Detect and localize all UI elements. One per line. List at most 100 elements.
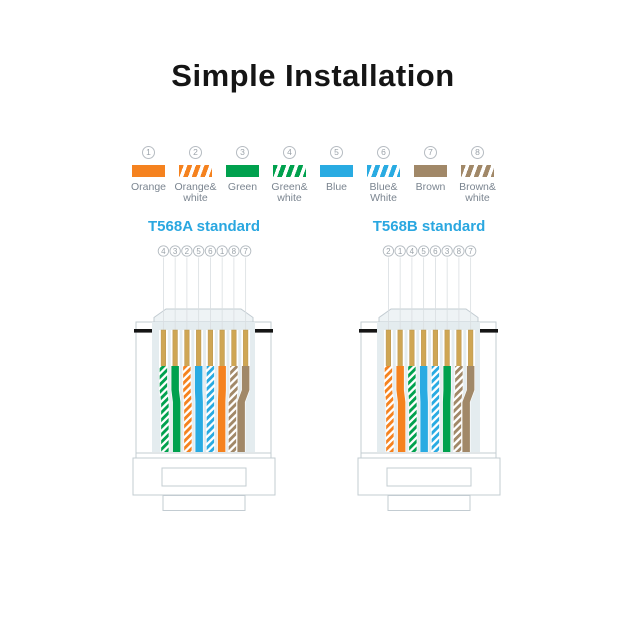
pin-number-circle	[228, 245, 240, 257]
legend-item-number: 6	[377, 146, 390, 159]
pin-number: 1	[220, 247, 225, 256]
wire-orange-solid	[396, 366, 406, 452]
pin-number-circle	[406, 245, 418, 257]
color-swatch-orange-striped	[179, 165, 212, 177]
wire-blue-solid	[419, 366, 428, 452]
gold-pin	[196, 329, 202, 367]
cable-boot-tab	[387, 495, 471, 511]
pin-number: 2	[185, 247, 190, 256]
legend-item-label: Orange& white	[174, 181, 217, 204]
wire-orange-striped	[384, 366, 394, 452]
pin-number-circle	[441, 245, 453, 257]
gold-pin	[184, 329, 190, 367]
pin-number-circle	[394, 245, 406, 257]
latch-bar-right	[480, 329, 498, 333]
gold-pin	[397, 329, 403, 367]
pin-number: 3	[445, 247, 450, 256]
color-swatch-green-striped	[273, 165, 306, 177]
wire-brown-solid	[237, 366, 250, 452]
gold-pin	[432, 329, 438, 367]
pin-number: 5	[421, 247, 426, 256]
pin-number: 4	[161, 247, 166, 256]
pin-number-circle	[240, 245, 252, 257]
color-swatch-blue-striped	[367, 165, 400, 177]
wire-green-solid	[171, 366, 181, 452]
latch-bar-left	[359, 329, 377, 333]
legend-item-label: Blue	[325, 181, 347, 193]
pin-number-circle	[418, 245, 430, 257]
legend-item-number: 3	[236, 146, 249, 159]
color-swatch-blue-solid	[320, 165, 353, 177]
legend-item-label: Green	[227, 181, 258, 193]
pin-number-circle	[181, 245, 193, 257]
connector-shell	[357, 308, 501, 511]
legend-item-number: 2	[189, 146, 202, 159]
connector-nose	[153, 308, 254, 323]
wire-green-striped	[159, 366, 169, 452]
pin-number-circle	[157, 245, 170, 257]
pin-number: 7	[243, 247, 248, 256]
cable-boot-tab	[162, 495, 246, 511]
gold-pin	[219, 329, 225, 367]
standard-t568b-title: T568B standard	[372, 218, 486, 235]
latch-bar-left	[134, 329, 152, 333]
pin-number-circle	[453, 245, 465, 257]
pin-number-circle	[169, 245, 181, 257]
wire-green-striped	[408, 366, 417, 452]
flange-inner-window	[386, 467, 472, 487]
pin-number: 8	[457, 247, 462, 256]
gold-pin	[468, 329, 474, 367]
gold-pin	[160, 329, 166, 367]
latch-bar-right	[255, 329, 273, 333]
legend-item-number: 8	[471, 146, 484, 159]
legend-item-number: 5	[330, 146, 343, 159]
legend-item-label: Orange	[130, 181, 167, 193]
color-swatch-green-solid	[226, 165, 259, 177]
wire-blue-striped	[206, 366, 215, 452]
gold-pin	[243, 329, 249, 367]
legend-item-number: 1	[142, 146, 155, 159]
gold-pin	[444, 329, 450, 367]
wire-blue-solid	[194, 366, 203, 452]
legend-item-number: 7	[424, 146, 437, 159]
pin-number-circle	[193, 245, 205, 257]
standard-t568a-title: T568A standard	[148, 218, 260, 235]
page-title: Simple Installation	[171, 58, 455, 93]
gold-pin	[172, 329, 178, 367]
legend-item-label: Blue& White	[369, 181, 398, 204]
pin-number: 3	[173, 247, 178, 256]
flange-inner-window	[161, 467, 247, 487]
legend-item-number: 4	[283, 146, 296, 159]
wire-brown-striped	[453, 366, 463, 452]
pin-number: 6	[433, 247, 438, 256]
pin-number-circle	[216, 245, 228, 257]
color-swatch-brown-solid	[414, 165, 447, 177]
gold-pin	[207, 329, 213, 367]
legend-item-label: Brown& white	[459, 181, 496, 204]
pin-number: 4	[410, 247, 415, 256]
wire-blue-striped	[431, 366, 440, 452]
wire-brown-solid	[462, 366, 475, 452]
pin-number: 1	[398, 247, 403, 256]
color-swatch-brown-striped	[461, 165, 494, 177]
gold-pin	[231, 329, 237, 367]
pin-number-circle	[204, 245, 217, 257]
wire-orange-solid	[217, 366, 226, 452]
legend-item-label: Brown	[415, 181, 446, 193]
gold-pin	[409, 329, 415, 367]
connector-nose	[378, 308, 479, 323]
wire-orange-striped	[183, 366, 192, 452]
pin-number-circle	[465, 245, 477, 257]
gold-pin	[385, 329, 391, 367]
